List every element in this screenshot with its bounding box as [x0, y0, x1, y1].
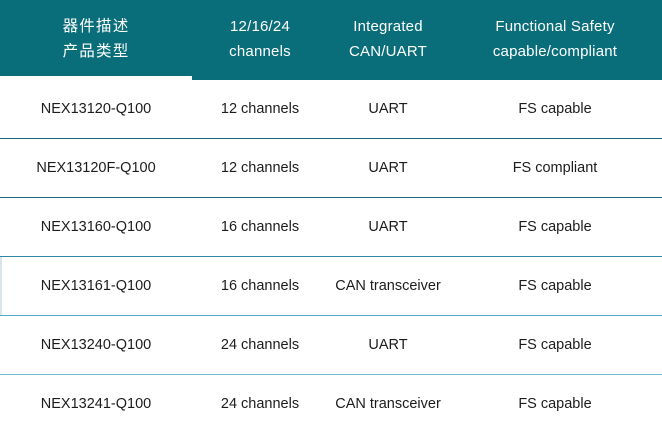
row-separator	[0, 196, 662, 198]
cell-functional-safety: FS compliant	[512, 160, 598, 176]
column-header-device-description-line2: 产品类型	[62, 43, 130, 60]
column-header-channels-line2: channels	[229, 43, 291, 60]
cell-part-number: NEX13240-Q100	[40, 337, 152, 353]
row-separator	[0, 373, 662, 375]
cell-part-number: NEX13160-Q100	[40, 219, 152, 235]
table-row: NEX13241-Q100 24 channels CAN transceive…	[0, 375, 662, 434]
cell-interface: UART	[368, 101, 408, 117]
cell-functional-safety: FS capable	[518, 278, 592, 294]
row-separator	[0, 137, 662, 139]
cell-channels: 12 channels	[220, 101, 300, 117]
table-header-row: 器件描述 产品类型 12/16/24 channels Integrated C…	[0, 0, 662, 80]
column-header-channels-line1: 12/16/24	[230, 18, 290, 35]
column-header-integrated-can-uart-line1: Integrated	[353, 18, 423, 35]
column-header-integrated-can-uart: Integrated CAN/UART	[328, 14, 448, 64]
table-row: NEX13120-Q100 12 channels UART FS capabl…	[0, 80, 662, 139]
cell-channels: 12 channels	[220, 160, 300, 176]
cell-interface: UART	[368, 160, 408, 176]
row-separator	[0, 314, 662, 316]
cell-channels: 16 channels	[220, 219, 300, 235]
row-separator	[0, 255, 662, 257]
cell-functional-safety: FS capable	[518, 337, 592, 353]
table-row: NEX13240-Q100 24 channels UART FS capabl…	[0, 316, 662, 375]
table-row: NEX13161-Q100 16 channels CAN transceive…	[0, 257, 662, 316]
cell-part-number: NEX13120F-Q100	[36, 160, 156, 176]
row-left-edge-marker	[0, 257, 2, 316]
column-header-device-description: 器件描述 产品类型	[0, 14, 192, 64]
table-header-background-right	[192, 0, 662, 80]
column-header-functional-safety-line2: capable/compliant	[492, 43, 618, 60]
cell-channels: 24 channels	[220, 337, 300, 353]
table-header-background-left	[0, 0, 192, 76]
column-header-channels: 12/16/24 channels	[192, 14, 328, 64]
column-header-integrated-can-uart-line2: CAN/UART	[349, 43, 427, 60]
cell-part-number: NEX13241-Q100	[40, 396, 152, 412]
cell-channels: 24 channels	[220, 396, 300, 412]
cell-interface: CAN transceiver	[335, 278, 441, 294]
cell-interface: UART	[368, 337, 408, 353]
column-header-device-description-line1: 器件描述	[62, 18, 130, 35]
table-row: NEX13160-Q100 16 channels UART FS capabl…	[0, 198, 662, 257]
cell-functional-safety: FS capable	[518, 219, 592, 235]
cell-functional-safety: FS capable	[518, 101, 592, 117]
cell-functional-safety: FS capable	[518, 396, 592, 412]
cell-channels: 16 channels	[220, 278, 300, 294]
product-comparison-table: 器件描述 产品类型 12/16/24 channels Integrated C…	[0, 0, 662, 412]
table-body: NEX13120-Q100 12 channels UART FS capabl…	[0, 80, 662, 434]
table-row: NEX13120F-Q100 12 channels UART FS compl…	[0, 139, 662, 198]
cell-part-number: NEX13120-Q100	[40, 101, 152, 117]
cell-interface: CAN transceiver	[335, 396, 441, 412]
column-header-functional-safety-line1: Functional Safety	[495, 18, 615, 35]
cell-interface: UART	[368, 219, 408, 235]
column-header-functional-safety: Functional Safety capable/compliant	[448, 14, 662, 64]
cell-part-number: NEX13161-Q100	[40, 278, 152, 294]
